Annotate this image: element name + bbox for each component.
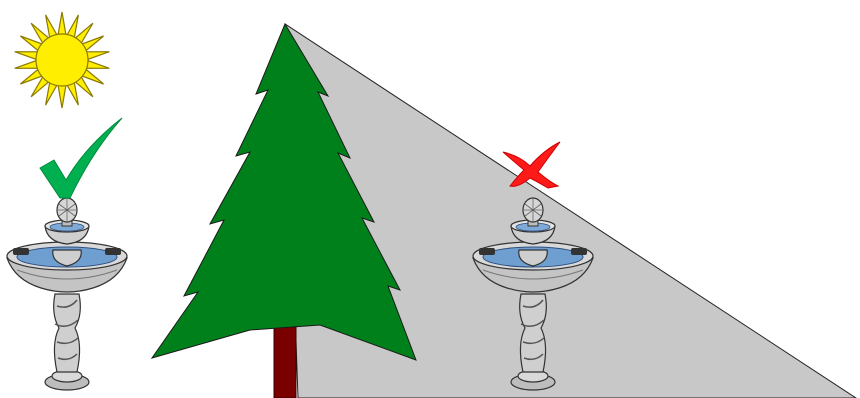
sun-icon [15,12,110,108]
fountain-in-sun [7,198,127,390]
check-icon [40,118,122,198]
